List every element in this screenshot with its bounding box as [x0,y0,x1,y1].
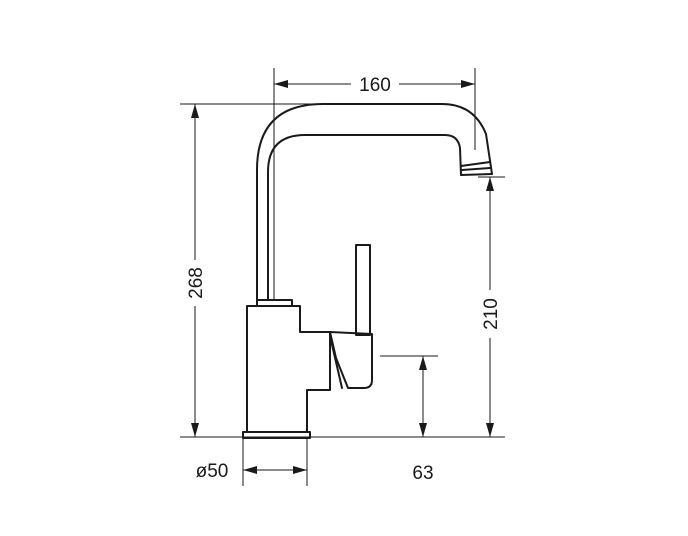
dimension-handle-63: 63 [380,355,438,484]
dimension-label-handle: 63 [412,463,433,484]
spout-tip [460,161,493,176]
spout-outer [256,103,493,301]
dimension-width-160: 160 [273,68,476,300]
cartridge-detail [329,335,343,389]
faucet-outline [242,103,493,439]
dimension-diameter-50: ø50 [196,438,308,486]
spout-inner [267,134,462,301]
dimension-label-diameter: ø50 [196,461,229,482]
cartridge-housing [329,331,373,389]
lever-handle [355,244,371,336]
dimension-height-210: 210 [478,176,505,437]
base-plate [242,431,311,439]
main-body [246,305,331,433]
dimension-label-height-total: 268 [186,267,207,299]
dimension-label-width: 160 [359,75,391,96]
dimension-height-268: 268 [180,103,505,438]
dimension-label-height-spout: 210 [481,298,502,330]
